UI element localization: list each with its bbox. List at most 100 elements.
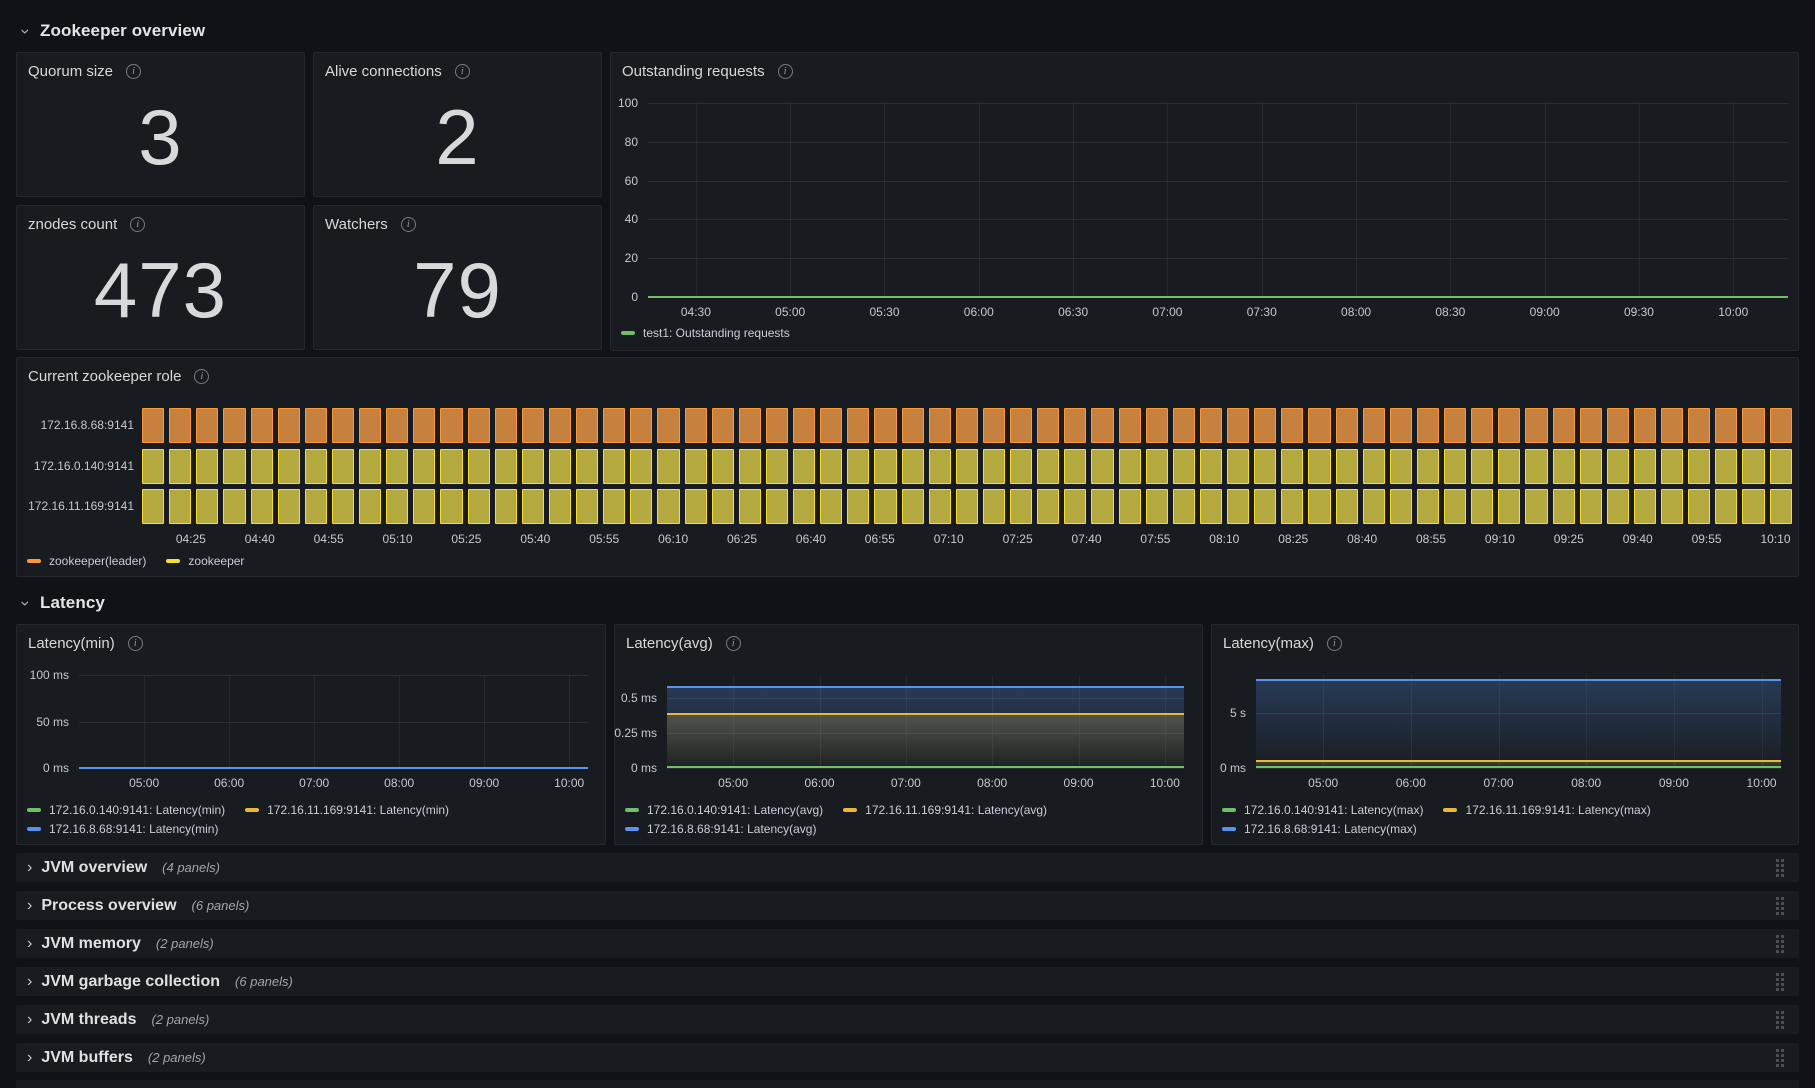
legend-item[interactable]: 172.16.11.169:9141: Latency(avg) [843, 803, 1047, 817]
panel-header[interactable]: Latency(max) [1223, 633, 1342, 653]
legend-item[interactable]: 172.16.0.140:9141: Latency(max) [1222, 803, 1423, 817]
state-block [603, 489, 626, 524]
legend-item[interactable]: zookeeper(leader) [27, 554, 146, 568]
info-icon[interactable] [127, 635, 143, 651]
drag-dot [1776, 1063, 1779, 1067]
stat-value: 79 [413, 246, 502, 334]
x-axis-tick-label: 04:30 [680, 305, 711, 319]
state-block [1172, 489, 1195, 524]
grid-line-x [1164, 675, 1166, 768]
drag-handle-icon[interactable] [1776, 1010, 1784, 1029]
drag-handle-icon[interactable] [1776, 972, 1784, 991]
x-axis-tick-label: 07:00 [299, 776, 330, 790]
state-block [657, 489, 680, 524]
collapsed-section-row[interactable]: JVM garbage collection(6 panels) [16, 967, 1799, 996]
section-header-zookeeper-overview[interactable]: Zookeeper overview [20, 20, 205, 42]
grid-line-x [144, 675, 146, 768]
state-block [1579, 449, 1602, 484]
grid-line-y [1256, 768, 1781, 769]
info-icon[interactable] [1326, 635, 1342, 651]
info-icon[interactable] [126, 63, 142, 79]
state-block [142, 408, 165, 443]
grid-line-y [79, 675, 588, 676]
legend-item[interactable]: 172.16.11.169:9141: Latency(min) [245, 803, 449, 817]
state-block [521, 449, 544, 484]
panel-quorum-size: Quorum size 3 [16, 52, 305, 197]
panel-title: Latency(max) [1223, 634, 1314, 652]
panel-header[interactable]: Latency(min) [28, 633, 143, 653]
section-header-latency[interactable]: Latency [20, 592, 105, 614]
legend-item[interactable]: 172.16.8.68:9141: Latency(min) [27, 822, 218, 836]
grid-line-y [648, 180, 1788, 182]
legend-item[interactable]: 172.16.0.140:9141: Latency(avg) [625, 803, 823, 817]
collapsed-section-row[interactable]: JVM threads(2 panels) [16, 1005, 1799, 1034]
panel-header[interactable]: znodes count [28, 214, 146, 234]
collapsed-section-partial[interactable] [16, 1080, 1799, 1088]
state-block [1416, 408, 1439, 443]
panel-header[interactable]: Outstanding requests [622, 61, 793, 81]
panel-header[interactable]: Quorum size [28, 61, 142, 81]
legend-item[interactable]: 172.16.8.68:9141: Latency(avg) [625, 822, 816, 836]
legend-item[interactable]: 172.16.11.169:9141: Latency(max) [1443, 803, 1651, 817]
x-axis-tick-label: 07:25 [1002, 532, 1033, 546]
state-block [1742, 449, 1765, 484]
state-block [1606, 489, 1629, 524]
collapsed-section-title: JVM overview [41, 858, 148, 876]
drag-handle-icon[interactable] [1776, 934, 1784, 953]
y-axis-tick-label: 0 ms [630, 761, 657, 775]
info-icon[interactable] [725, 635, 741, 651]
collapsed-section-row[interactable]: Process overview(6 panels) [16, 891, 1799, 920]
legend-item[interactable]: test1: Outstanding requests [621, 326, 790, 340]
drag-handle-icon[interactable] [1776, 1048, 1784, 1067]
state-block [413, 449, 436, 484]
state-block [548, 408, 571, 443]
info-icon[interactable] [130, 216, 146, 232]
x-axis-tick-label: 09:00 [1063, 776, 1094, 790]
chevron-down-icon [18, 25, 35, 37]
panel-title: Alive connections [325, 62, 442, 80]
legend-item[interactable]: zookeeper [166, 554, 244, 568]
drag-handle-icon[interactable] [1776, 858, 1784, 877]
drag-handle-icon[interactable] [1776, 896, 1784, 915]
panel-title: Outstanding requests [622, 62, 765, 80]
x-axis-tick-label: 07:00 [1483, 776, 1514, 790]
grid-line-x [884, 103, 886, 297]
y-axis-tick-label: 40 [624, 212, 638, 227]
collapsed-section-panel-count: (2 panels) [147, 1050, 206, 1065]
panel-watchers: Watchers 79 [313, 205, 602, 350]
collapsed-section-row[interactable]: JVM buffers(2 panels) [16, 1043, 1799, 1072]
state-block [603, 408, 626, 443]
panel-header[interactable]: Current zookeeper role [28, 366, 210, 386]
info-icon[interactable] [777, 63, 793, 79]
legend-item[interactable]: 172.16.0.140:9141: Latency(min) [27, 803, 225, 817]
state-block [738, 449, 761, 484]
drag-dot [1781, 1048, 1784, 1052]
panel-header[interactable]: Latency(avg) [626, 633, 741, 653]
info-icon[interactable] [400, 216, 416, 232]
grid-line-x [1078, 675, 1080, 768]
state-block [1118, 489, 1141, 524]
info-icon[interactable] [454, 63, 470, 79]
panel-header[interactable]: Watchers [325, 214, 416, 234]
state-block [847, 449, 870, 484]
drag-dot [1781, 982, 1784, 986]
state-block [1281, 489, 1304, 524]
state-block [142, 449, 165, 484]
collapsed-section-row[interactable]: JVM memory(2 panels) [16, 929, 1799, 958]
series-line [1256, 678, 1781, 681]
timeline-row [142, 408, 1792, 443]
panel-header[interactable]: Alive connections [325, 61, 470, 81]
info-icon[interactable] [194, 368, 210, 384]
legend-item[interactable]: 172.16.8.68:9141: Latency(max) [1222, 822, 1417, 836]
collapsed-section-row[interactable]: JVM overview(4 panels) [16, 853, 1799, 882]
series-fill [1256, 761, 1781, 768]
x-axis-tick-label: 10:00 [1149, 776, 1180, 790]
grid-line-y [667, 697, 1184, 699]
state-block [467, 489, 490, 524]
